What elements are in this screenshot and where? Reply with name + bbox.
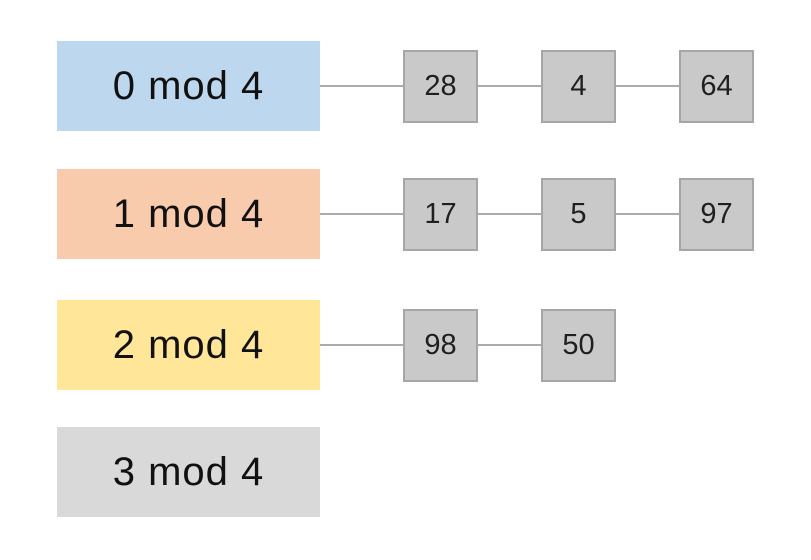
bucket-row-2: 2 mod 4 98 50 bbox=[57, 300, 616, 390]
bucket-row-1: 1 mod 4 17 5 97 bbox=[57, 169, 754, 259]
chain-node: 4 bbox=[541, 49, 616, 123]
connector-line bbox=[478, 344, 541, 346]
connector-line bbox=[320, 344, 403, 346]
bucket-label-1-mod-4: 1 mod 4 bbox=[57, 169, 320, 259]
bucket-label-0-mod-4: 0 mod 4 bbox=[57, 41, 320, 131]
connector-line bbox=[320, 213, 403, 215]
chain-node: 50 bbox=[541, 308, 616, 382]
bucket-row-3: 3 mod 4 bbox=[57, 427, 320, 517]
connector-line bbox=[478, 213, 541, 215]
bucket-label-2-mod-4: 2 mod 4 bbox=[57, 300, 320, 390]
connector-line bbox=[616, 85, 679, 87]
bucket-row-0: 0 mod 4 28 4 64 bbox=[57, 41, 754, 131]
connector-line bbox=[478, 85, 541, 87]
connector-line bbox=[616, 213, 679, 215]
connector-line bbox=[320, 85, 403, 87]
chain-node: 97 bbox=[679, 177, 754, 251]
chain-node: 17 bbox=[403, 177, 478, 251]
chain-node: 98 bbox=[403, 308, 478, 382]
chain-node: 5 bbox=[541, 177, 616, 251]
chain-node: 28 bbox=[403, 49, 478, 123]
bucket-label-3-mod-4: 3 mod 4 bbox=[57, 427, 320, 517]
chain-node: 64 bbox=[679, 49, 754, 123]
